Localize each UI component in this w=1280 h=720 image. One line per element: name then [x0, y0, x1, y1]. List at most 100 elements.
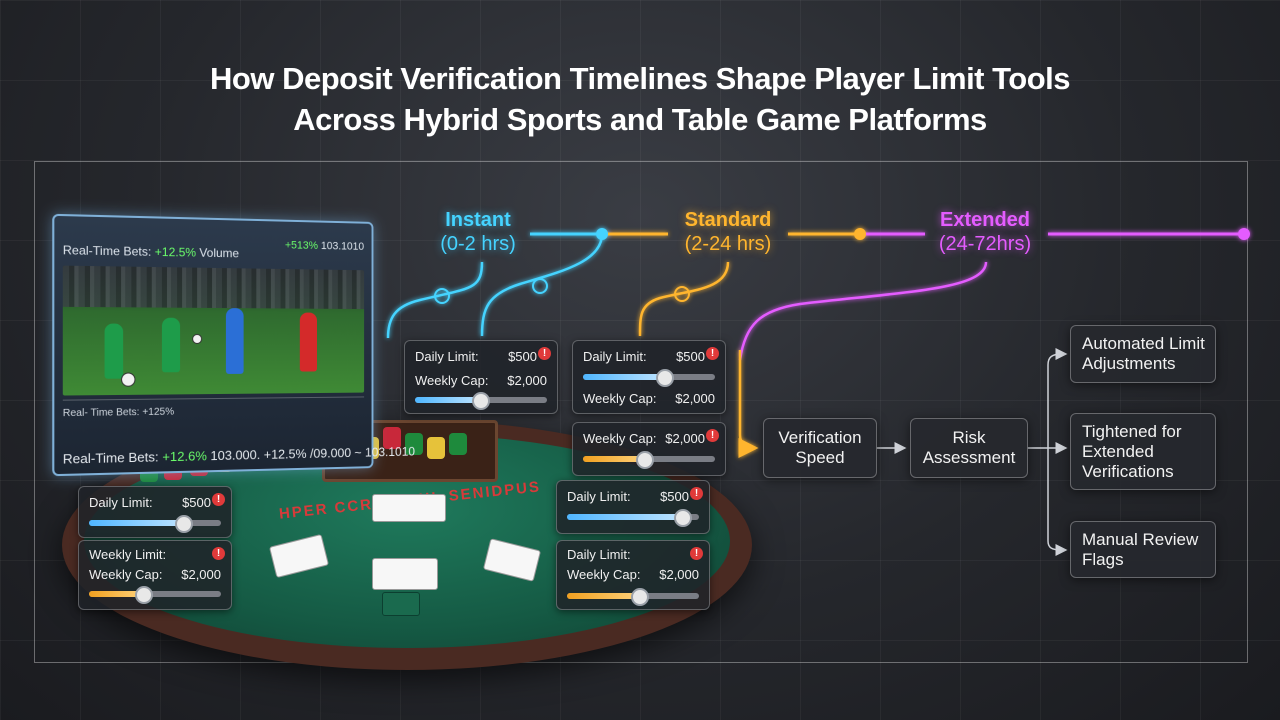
slider-fill — [583, 374, 665, 380]
weekly-cap-label: Weekly Cap: — [583, 391, 657, 406]
outcome-automated-limit: Automated Limit Adjustments — [1070, 325, 1216, 383]
chip-stack — [405, 433, 423, 455]
weekly-cap-value: $2,000 — [665, 431, 705, 446]
tier-instant-range: (0-2 hrs) — [440, 233, 516, 255]
screen-top-prefix: Real-Time Bets: — [62, 242, 155, 259]
arrow-risk-to-outcomes — [1027, 353, 1064, 551]
weekly-cap-label: Weekly Cap: — [89, 567, 163, 582]
daily-limit-label: Daily Limit: — [567, 489, 631, 504]
timeline-node-2 — [854, 228, 866, 240]
screen-stats-strip — [62, 396, 365, 442]
slider-knob[interactable] — [472, 392, 490, 410]
limit-slider[interactable] — [89, 586, 221, 604]
daily-limit-label: Daily Limit: — [415, 349, 479, 364]
weekly-cap-value: $2,000 — [507, 373, 547, 388]
page-title: How Deposit Verification Timelines Shape… — [0, 58, 1280, 140]
weekly-limit-label: Weekly Limit: — [89, 547, 167, 562]
outcome-label: Tightened for Extended Verifications — [1082, 421, 1182, 481]
extended-connector — [738, 261, 988, 361]
slider-knob[interactable] — [636, 451, 655, 469]
daily-limit-value: $500 — [182, 495, 211, 510]
soccer-field — [62, 265, 365, 396]
player-figure — [299, 312, 317, 372]
screen-top-change: +12.5% — [154, 244, 197, 260]
instant-connector-2 — [480, 233, 604, 337]
tier-extended-name: Extended — [939, 209, 1031, 231]
slider-fill — [89, 591, 145, 597]
daily-limit-label: Daily Limit: — [567, 547, 631, 562]
outcome-label: Automated Limit Adjustments — [1082, 334, 1205, 373]
tier-instant: Instant (0-2 hrs) — [418, 208, 538, 256]
slider-fill — [567, 514, 684, 520]
soccer-ball — [192, 333, 203, 344]
chip-stack — [383, 427, 401, 449]
daily-limit-label: Daily Limit: — [89, 495, 153, 510]
extended-to-verification — [738, 350, 759, 458]
screen-top-ticker: Real-Time Bets: +12.5% Volume — [63, 243, 239, 260]
weekly-cap-value: $2,000 — [181, 567, 221, 582]
player-figure — [104, 323, 124, 379]
chip-stack — [449, 433, 467, 455]
slider-knob[interactable] — [630, 588, 649, 606]
daily-limit-value: $500 — [508, 349, 537, 364]
daily-limit-label: Daily Limit: — [583, 349, 647, 364]
alert-icon: ! — [212, 547, 225, 560]
alert-icon: ! — [706, 347, 719, 360]
sports-betting-screen: Real-Time Bets: +12.5% Volume +513% 103.… — [52, 213, 415, 477]
slider-knob[interactable] — [135, 586, 154, 604]
slider-fill — [415, 397, 481, 403]
limit-card-table-left-weekly: ! Weekly Limit: Weekly Cap: $2,000 — [78, 540, 232, 610]
standard-connector — [638, 261, 730, 337]
soccer-ball — [121, 372, 136, 387]
limit-card-table-right-weekly: ! Daily Limit: Weekly Cap:$2,000 — [556, 540, 710, 610]
weekly-cap-label: Weekly Cap: — [583, 431, 657, 446]
alert-icon: ! — [538, 347, 551, 360]
tier-extended: Extended (24-72hrs) — [920, 208, 1050, 256]
limit-card-standard-weekly: ! Weekly Cap:$2,000 — [572, 422, 726, 476]
limit-slider[interactable] — [415, 392, 547, 410]
slider-knob[interactable] — [655, 369, 674, 387]
limit-slider[interactable] — [583, 451, 715, 469]
title-line-2: Across Hybrid Sports and Table Game Plat… — [293, 102, 987, 137]
screen-tr-value: 103.1010 — [320, 240, 365, 253]
player-figure — [161, 317, 181, 373]
screen-bottom-prefix: Real-Time Bets: — [62, 449, 163, 467]
tier-standard: Standard (2-24 hrs) — [668, 208, 788, 256]
limit-slider[interactable] — [583, 369, 715, 387]
player-figure — [225, 308, 244, 374]
limit-card-standard: ! Daily Limit:$500 Weekly Cap:$2,000 — [572, 340, 726, 414]
limit-card-table-left: ! Daily Limit:$500 — [78, 486, 232, 538]
verification-speed-box: Verification Speed — [763, 418, 877, 478]
chip-stack — [427, 437, 445, 459]
weekly-cap-label: Weekly Cap: — [567, 567, 641, 582]
tier-standard-range: (2-24 hrs) — [684, 233, 772, 255]
alert-icon: ! — [690, 487, 703, 500]
screen-bottom-ticker: Real-Time Bets: +12.6% 103.000. +12.5% /… — [63, 444, 415, 467]
slider-knob[interactable] — [175, 515, 194, 533]
slider-fill — [89, 520, 185, 526]
daily-limit-value: $500 — [660, 489, 689, 504]
limit-card-instant: ! Daily Limit: $500 Weekly Cap: $2,000 — [404, 340, 558, 414]
limit-slider[interactable] — [567, 509, 699, 527]
screen-top-suffix: Volume — [196, 245, 240, 261]
outcome-tightened-extended: Tightened for Extended Verifications — [1070, 413, 1216, 490]
screen-top-right-ticker: +513% 103.1010 — [285, 239, 364, 252]
limit-slider[interactable] — [567, 588, 699, 606]
weekly-cap-value: $2,000 — [659, 567, 699, 582]
risk-assessment-box: Risk Assessment — [910, 418, 1028, 478]
limit-card-table-right: ! Daily Limit: $500 — [556, 480, 710, 534]
risk-assessment-label: Risk Assessment — [922, 428, 1016, 467]
stadium-crowd — [62, 265, 365, 310]
screen-bottom-change: +12.6% — [162, 448, 207, 465]
weekly-cap-value: $2,000 — [675, 391, 715, 406]
playing-card — [382, 592, 420, 616]
title-line-1: How Deposit Verification Timelines Shape… — [210, 61, 1070, 96]
weekly-cap-label: Weekly Cap: — [415, 373, 489, 388]
timeline-node-3 — [1238, 228, 1250, 240]
tier-standard-name: Standard — [684, 209, 772, 231]
instant-connector-dot-2 — [532, 278, 548, 294]
limit-slider[interactable] — [89, 515, 221, 533]
playing-card — [372, 494, 446, 522]
slider-knob[interactable] — [674, 509, 693, 527]
